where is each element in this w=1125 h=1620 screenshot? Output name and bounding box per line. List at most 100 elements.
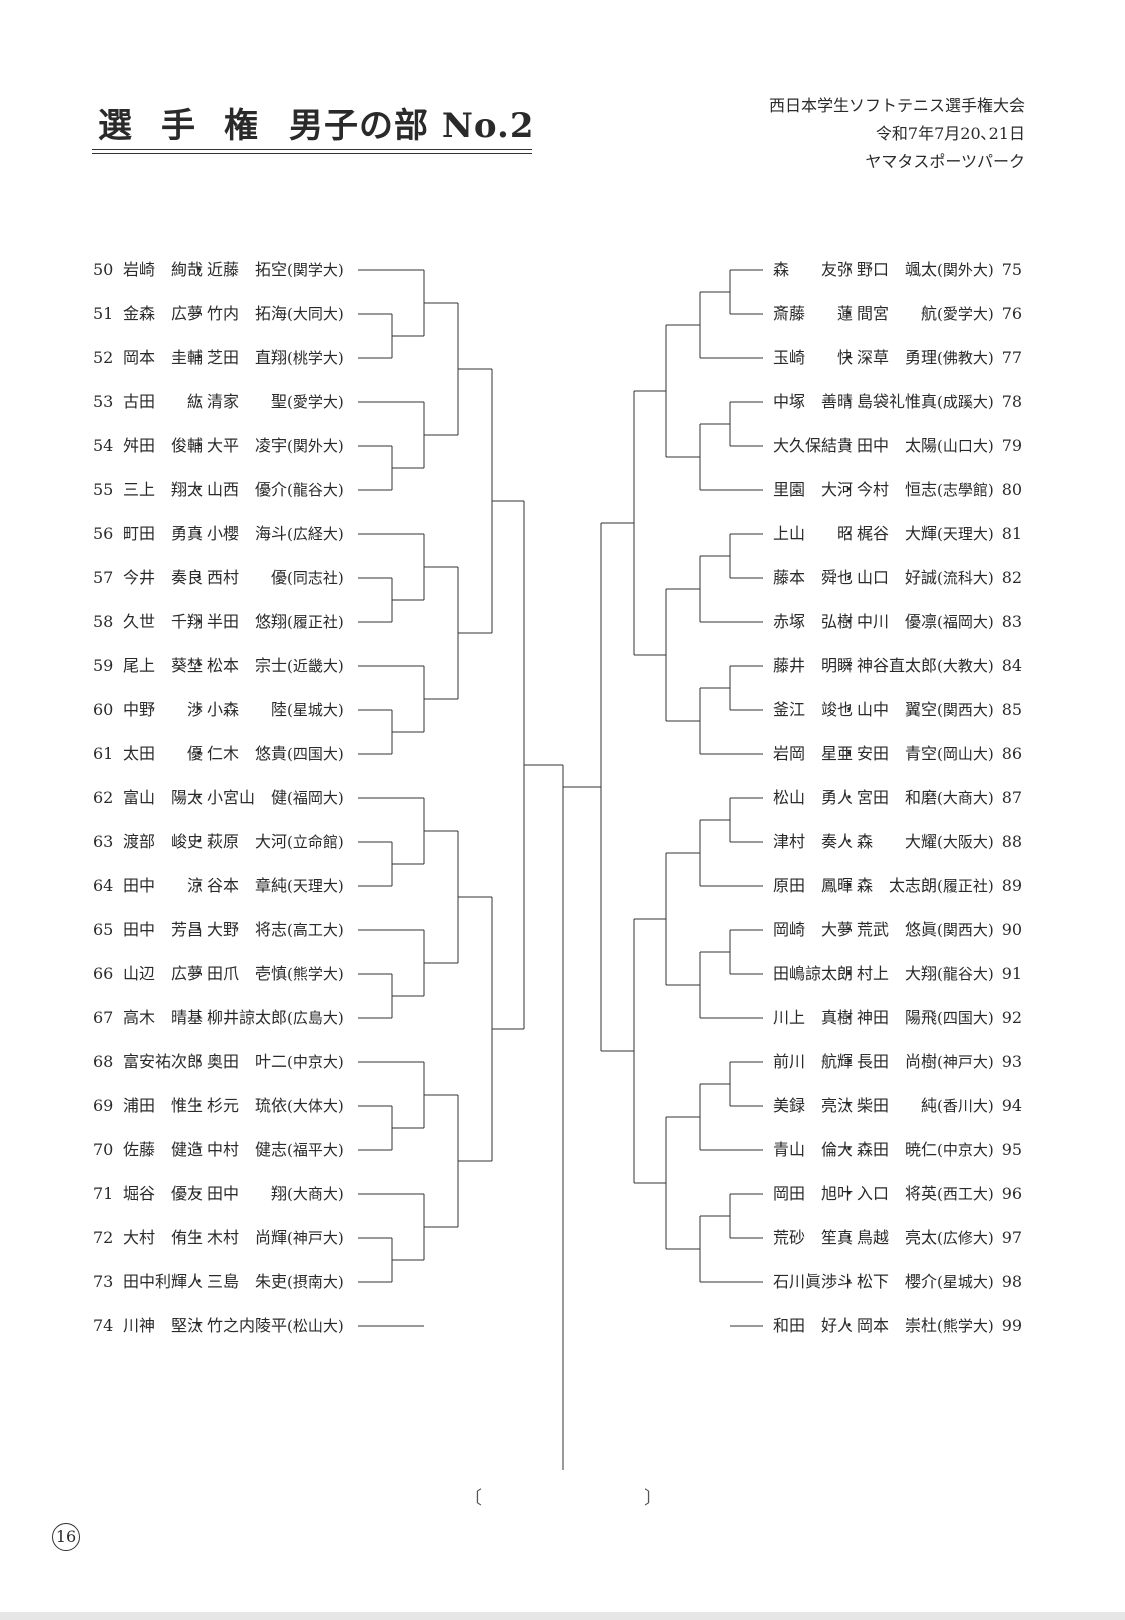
- entry-number: 99: [1001, 1316, 1023, 1335]
- player-2-name: 山西 優介: [207, 480, 288, 499]
- bottom-edge: [0, 1612, 1125, 1620]
- event-name: 西日本学生ソフトテニス選手権大会: [768, 96, 1025, 115]
- entry-number: 73: [93, 1272, 114, 1291]
- school-name: (大商大): [937, 789, 994, 807]
- player-1-name: 松山 勇人: [773, 788, 854, 807]
- entry-number: 92: [1001, 1008, 1023, 1027]
- player-1-name: 岡田 旭叶: [773, 1184, 854, 1203]
- name-separator: ・: [191, 392, 208, 411]
- name-separator: ・: [841, 304, 858, 323]
- player-1-name: 岡崎 大夢: [773, 920, 854, 939]
- entry-number: 74: [93, 1316, 114, 1335]
- school-name: (熊学大): [937, 1317, 994, 1335]
- entry-number: 71: [93, 1184, 114, 1203]
- entry-number: 65: [93, 920, 114, 939]
- entry-number: 59: [93, 656, 114, 675]
- player-2-name: 梶谷 大輝: [857, 524, 938, 543]
- school-name: (星城大): [937, 1273, 994, 1291]
- player-2-name: 森田 暁仁: [857, 1140, 938, 1159]
- name-separator: ・: [841, 1052, 858, 1071]
- player-2-name: 宮田 和磨: [857, 788, 938, 807]
- entry-number: 85: [1001, 700, 1023, 719]
- entry-number: 91: [1001, 964, 1023, 983]
- school-name: (大商大): [287, 1185, 344, 1203]
- bracket-open-mark: 〔: [464, 1488, 482, 1509]
- player-1-name: 尾上 葵埜: [123, 656, 204, 675]
- entry-row: 青山 倫大・森田 暁仁(中京大)95: [773, 1138, 1022, 1162]
- name-separator: ・: [841, 832, 858, 851]
- player-1-name: 古田 紘: [123, 392, 204, 411]
- entry-number: 60: [93, 700, 114, 719]
- entry-number: 51: [93, 304, 114, 323]
- name-separator: ・: [841, 876, 858, 895]
- name-separator: ・: [191, 920, 208, 939]
- entry-number: 75: [1001, 260, 1023, 279]
- player-2-name: 村上 大翔: [857, 964, 938, 983]
- name-separator: ・: [841, 1228, 858, 1247]
- entry-number: 80: [1001, 480, 1023, 499]
- entry-number: 86: [1001, 744, 1023, 763]
- school-name: (中京大): [937, 1141, 994, 1159]
- name-separator: ・: [841, 392, 858, 411]
- player-2-name: 中川 優凛: [857, 612, 938, 631]
- player-2-name: 柳井諒太郎: [207, 1008, 288, 1027]
- player-2-name: 萩原 大河: [207, 832, 288, 851]
- entry-row: 原田 鳳暉・森 太志朗(履正社)89: [773, 874, 1022, 898]
- school-name: (山口大): [937, 437, 994, 455]
- name-separator: ・: [841, 568, 858, 587]
- player-2-name: 田中 翔: [207, 1184, 288, 1203]
- player-1-name: 和田 好人: [773, 1316, 854, 1335]
- school-name: (福岡大): [287, 789, 344, 807]
- bracket-close-mark: 〕: [644, 1488, 662, 1509]
- player-1-name: 田中利輝人: [123, 1272, 204, 1291]
- name-separator: ・: [191, 700, 208, 719]
- name-separator: ・: [191, 568, 208, 587]
- name-separator: ・: [841, 920, 858, 939]
- school-name: (天理大): [287, 877, 344, 895]
- school-name: (近畿大): [287, 657, 344, 675]
- player-2-name: 田中 太陽: [857, 436, 938, 455]
- player-1-name: 山辺 広夢: [123, 964, 204, 983]
- event-venue: ヤマタスポーツパーク: [865, 152, 1025, 171]
- entry-row: 釜江 竣也・山中 翼空(関西大)85: [773, 698, 1022, 722]
- school-name: (志學館): [937, 481, 994, 499]
- name-separator: ・: [841, 348, 858, 367]
- school-name: (桃学大): [287, 349, 344, 367]
- school-name: (西工大): [937, 1185, 994, 1203]
- player-2-name: 木村 尚輝: [207, 1228, 288, 1247]
- name-separator: ・: [191, 480, 208, 499]
- name-separator: ・: [191, 348, 208, 367]
- entry-number: 90: [1001, 920, 1023, 939]
- entry-row: 岡田 旭叶・入口 将英(西工大)96: [773, 1182, 1022, 1206]
- entry-number: 64: [93, 876, 114, 895]
- name-separator: ・: [191, 832, 208, 851]
- player-2-name: 森 太志朗: [857, 876, 938, 895]
- entry-row: 中塚 善晴・島袋礼惟真(成蹊大)78: [773, 390, 1022, 414]
- school-name: (関学大): [287, 261, 344, 279]
- entry-row: 津村 奏人・森 大耀(大阪大)88: [773, 830, 1022, 854]
- school-name: (関西大): [937, 701, 994, 719]
- player-2-name: 小森 陸: [207, 700, 288, 719]
- player-2-name: 大野 将志: [207, 920, 288, 939]
- entry-number: 54: [93, 436, 114, 455]
- player-2-name: 神谷直太郎: [857, 656, 938, 675]
- school-name: (流科大): [937, 569, 994, 587]
- name-separator: ・: [191, 1184, 208, 1203]
- entry-number: 76: [1001, 304, 1023, 323]
- player-1-name: 岩崎 絢哉: [123, 260, 204, 279]
- entry-number: 58: [93, 612, 114, 631]
- entry-number: 69: [93, 1096, 114, 1115]
- name-separator: ・: [191, 788, 208, 807]
- player-1-name: 上山 昭: [773, 524, 854, 543]
- entry-number: 98: [1001, 1272, 1023, 1291]
